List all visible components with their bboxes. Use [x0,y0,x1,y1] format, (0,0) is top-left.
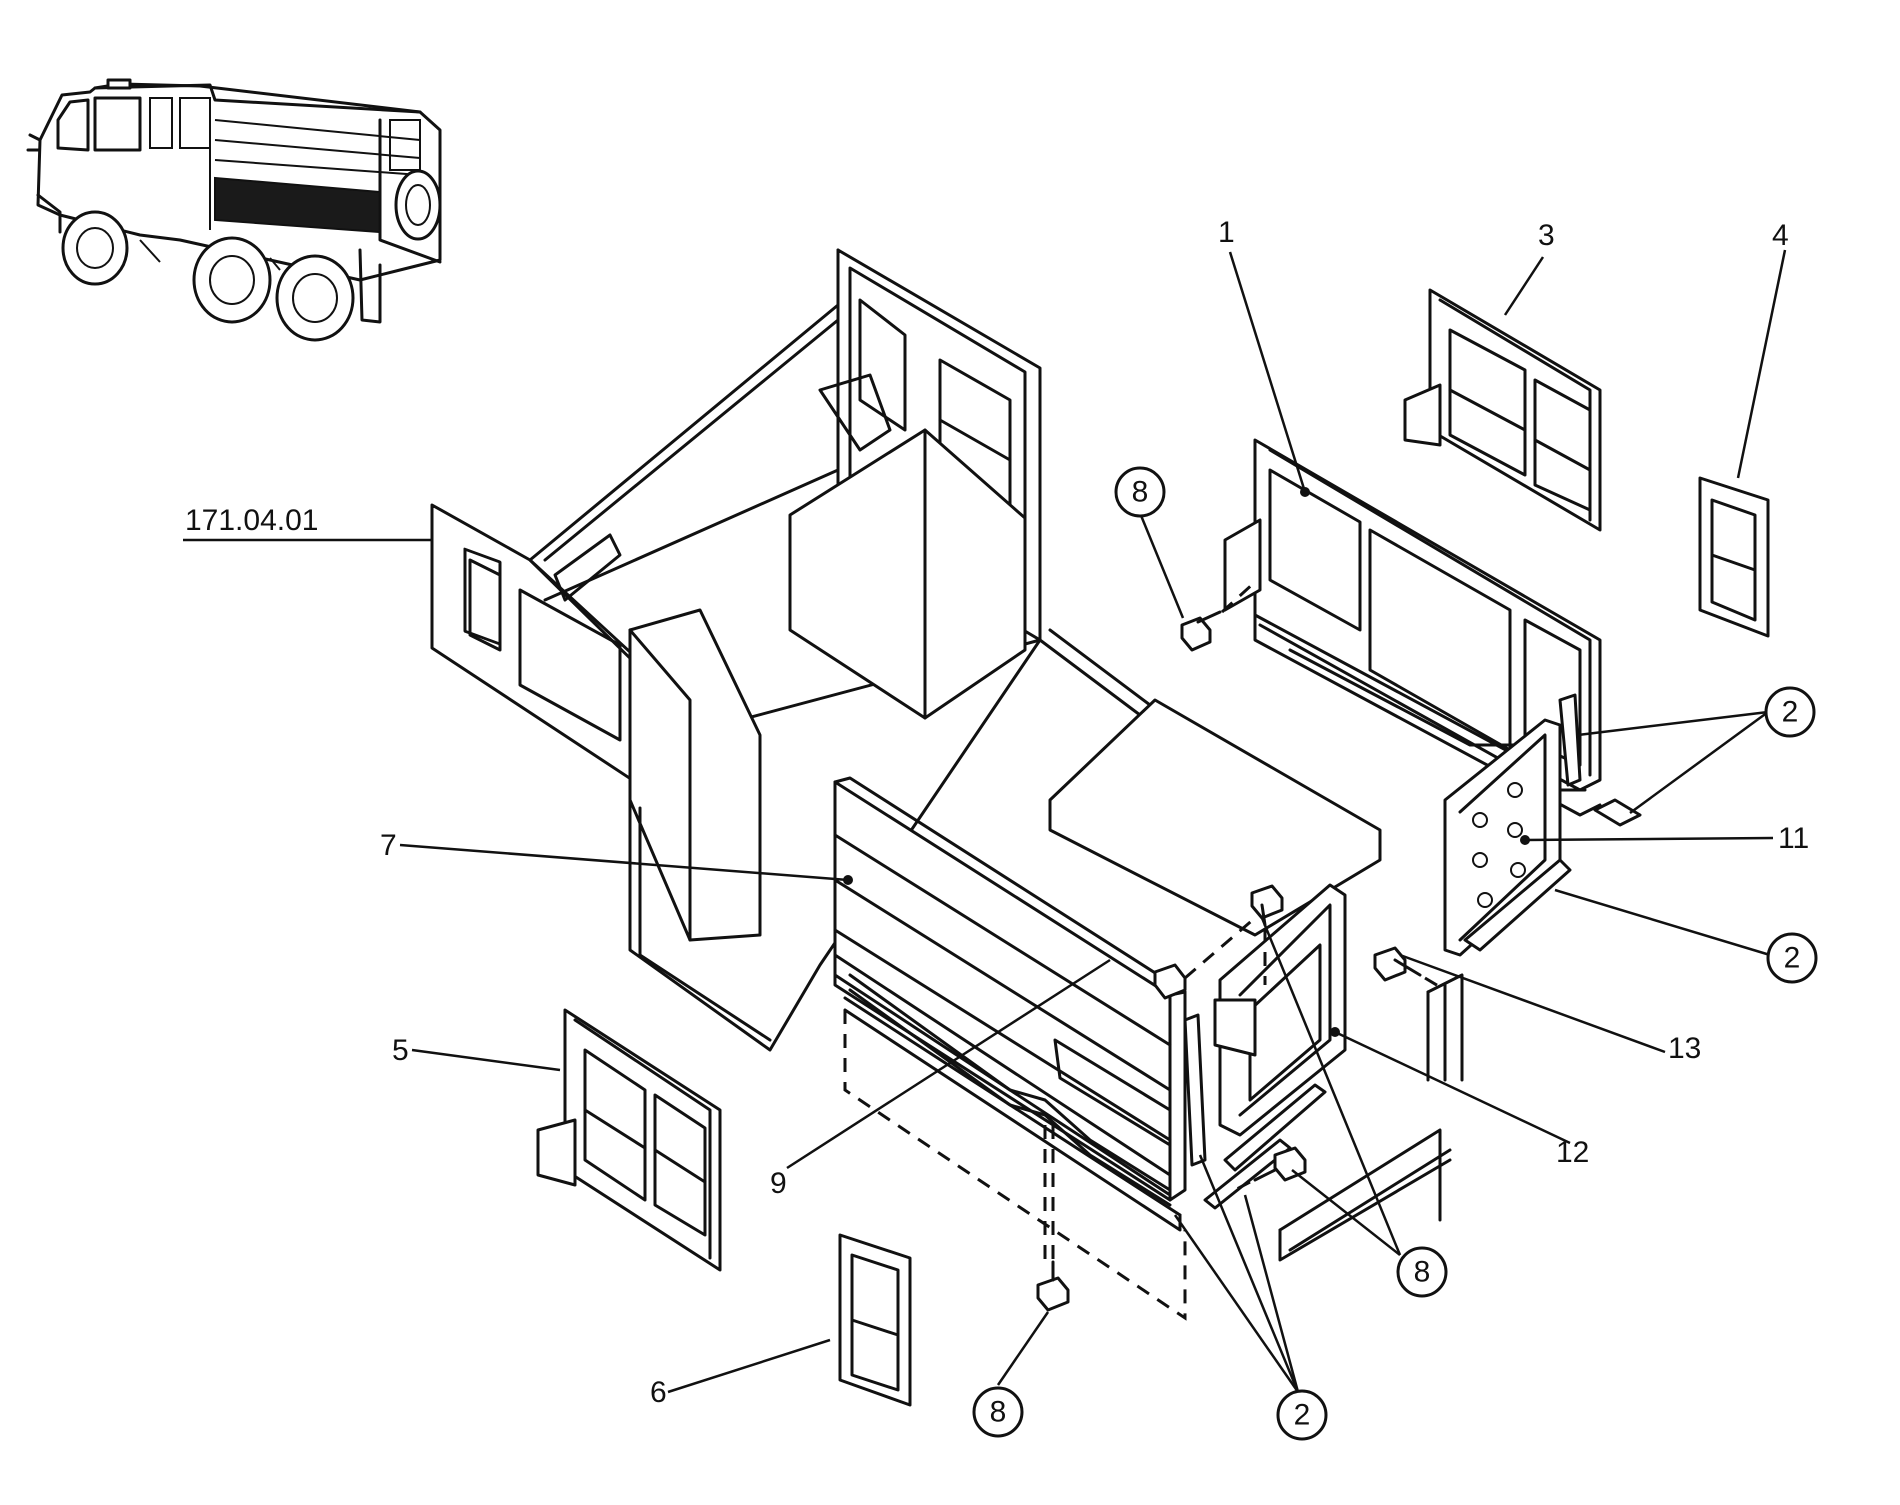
callout-8-bottom: 8 [972,1386,1024,1438]
callout-9: 9 [770,1167,787,1200]
part-5-frame-panel [536,1008,722,1272]
part-4-small-frame [1698,476,1770,638]
callout-4: 4 [1772,219,1789,252]
callout-2-bottom: 2 [1276,1389,1328,1441]
callout-8-bottom-label: 8 [990,1396,1007,1429]
part-12-front-end-panel [1183,883,1347,1210]
callout-8-mid-label: 8 [1414,1256,1431,1289]
part-13-post [1426,973,1464,1082]
callout-6: 6 [650,1376,667,1409]
callout-1: 1 [1218,216,1235,249]
part-7-drop-side-panel [833,776,1187,1232]
callout-3: 3 [1538,219,1555,252]
box-body-frame [430,248,1452,1262]
callout-8-top: 8 [1114,466,1166,518]
callout-12: 12 [1556,1136,1589,1169]
callout-8-mid: 8 [1396,1246,1448,1298]
callout-5: 5 [392,1034,409,1067]
part-6-small-frame [838,1233,912,1407]
callout-13: 13 [1668,1032,1701,1065]
callout-2-top: 2 [1764,686,1816,738]
callout-2-bottom-label: 2 [1294,1399,1311,1432]
part-3-frame-panel [1403,288,1602,532]
part-11-end-panel [1443,693,1642,957]
callout-2-top-label: 2 [1782,696,1799,729]
vehicle-thumbnail-icon [26,78,442,342]
callout-2-mid: 2 [1766,932,1818,984]
callout-7: 7 [380,829,397,862]
callout-11: 11 [1778,822,1809,855]
reference-code: 171.04.01 [185,504,318,537]
callout-8-top-label: 8 [1132,476,1149,509]
bolt-icon [1036,610,1422,1312]
callout-2-mid-label: 2 [1784,942,1801,975]
